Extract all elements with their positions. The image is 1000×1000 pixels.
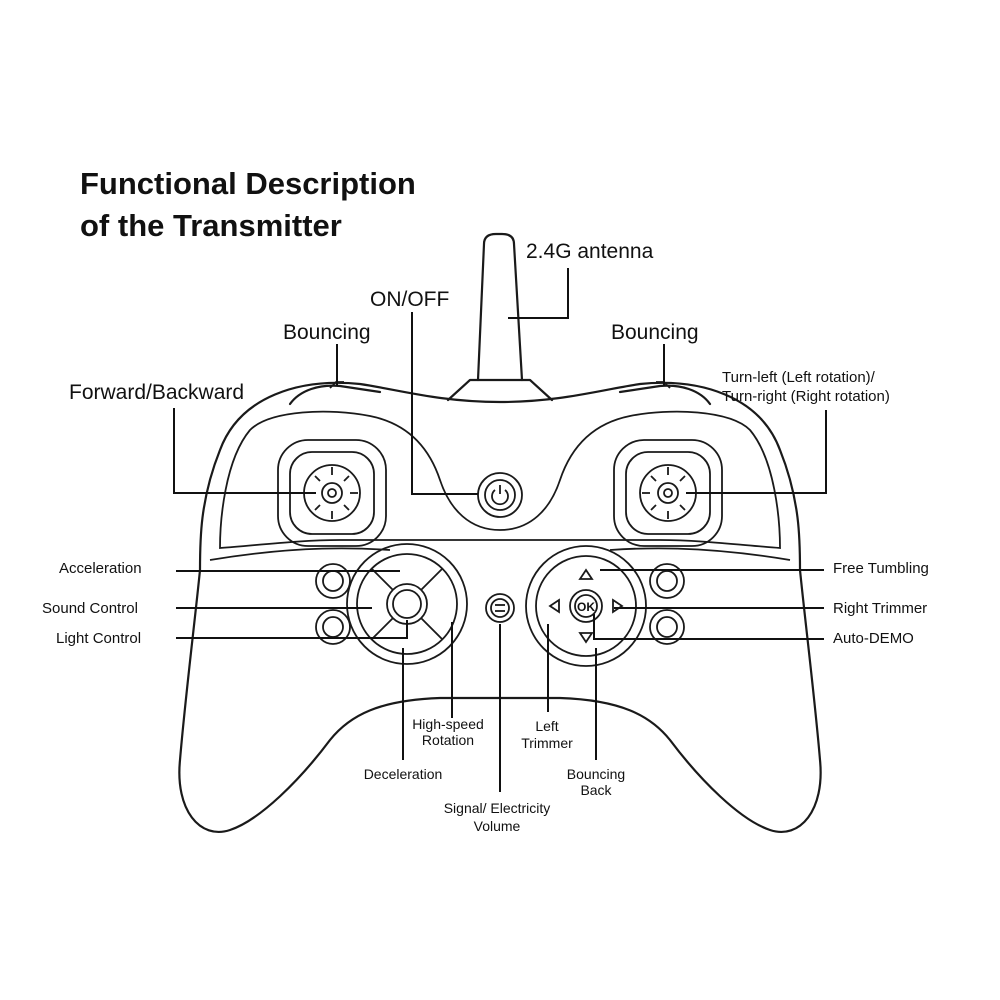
label-free-tumbling: Free Tumbling	[833, 560, 929, 577]
auto-demo-side-button[interactable]	[649, 609, 685, 645]
label-antenna: 2.4G antenna	[526, 240, 654, 263]
leader-lines	[173, 268, 827, 792]
power-icon	[491, 485, 509, 506]
battery-signal-icon	[495, 604, 505, 612]
label-auto-demo: Auto-DEMO	[833, 630, 914, 647]
label-left-trimmer-line1: Left	[535, 718, 558, 734]
label-deceleration: Deceleration	[364, 766, 443, 782]
label-bouncing-back-line2: Back	[580, 782, 612, 798]
label-sound-control: Sound Control	[42, 600, 138, 617]
arrow-up-icon	[578, 568, 594, 580]
arrow-left-icon	[548, 598, 560, 614]
label-turn-line1: Turn-left (Left rotation)/	[722, 369, 876, 386]
label-light-control: Light Control	[56, 630, 141, 647]
ok-button[interactable]: OK	[569, 589, 603, 623]
antenna	[446, 232, 554, 402]
power-button[interactable]	[477, 472, 523, 518]
label-signal-line1: Signal/ Electricity	[444, 800, 551, 816]
label-high-speed-line1: High-speed	[412, 716, 484, 732]
label-acceleration: Acceleration	[59, 560, 142, 577]
label-bouncing-back-line1: Bouncing	[567, 766, 625, 782]
label-turn-line2: Turn-right (Right rotation)	[722, 388, 890, 405]
label-forward-backward: Forward/Backward	[69, 381, 244, 404]
arrow-down-icon	[578, 632, 594, 644]
label-bouncing-left: Bouncing	[283, 321, 371, 344]
label-bouncing-right: Bouncing	[611, 321, 699, 344]
arrow-right-icon	[612, 598, 624, 614]
title-line-1: Functional Description	[80, 166, 416, 201]
label-high-speed-line2: Rotation	[422, 732, 474, 748]
label-left-trimmer-line2: Trimmer	[521, 735, 573, 751]
left-dpad[interactable]	[346, 543, 468, 665]
label-signal-line2: Volume	[474, 818, 521, 834]
label-on-off: ON/OFF	[370, 288, 449, 311]
label-right-trimmer: Right Trimmer	[833, 600, 927, 617]
title-line-2: of the Transmitter	[80, 208, 342, 243]
ok-button-label: OK	[577, 600, 595, 614]
right-dpad[interactable]: OK	[525, 545, 647, 667]
signal-indicator	[485, 593, 515, 623]
sound-control-button[interactable]	[315, 563, 351, 599]
